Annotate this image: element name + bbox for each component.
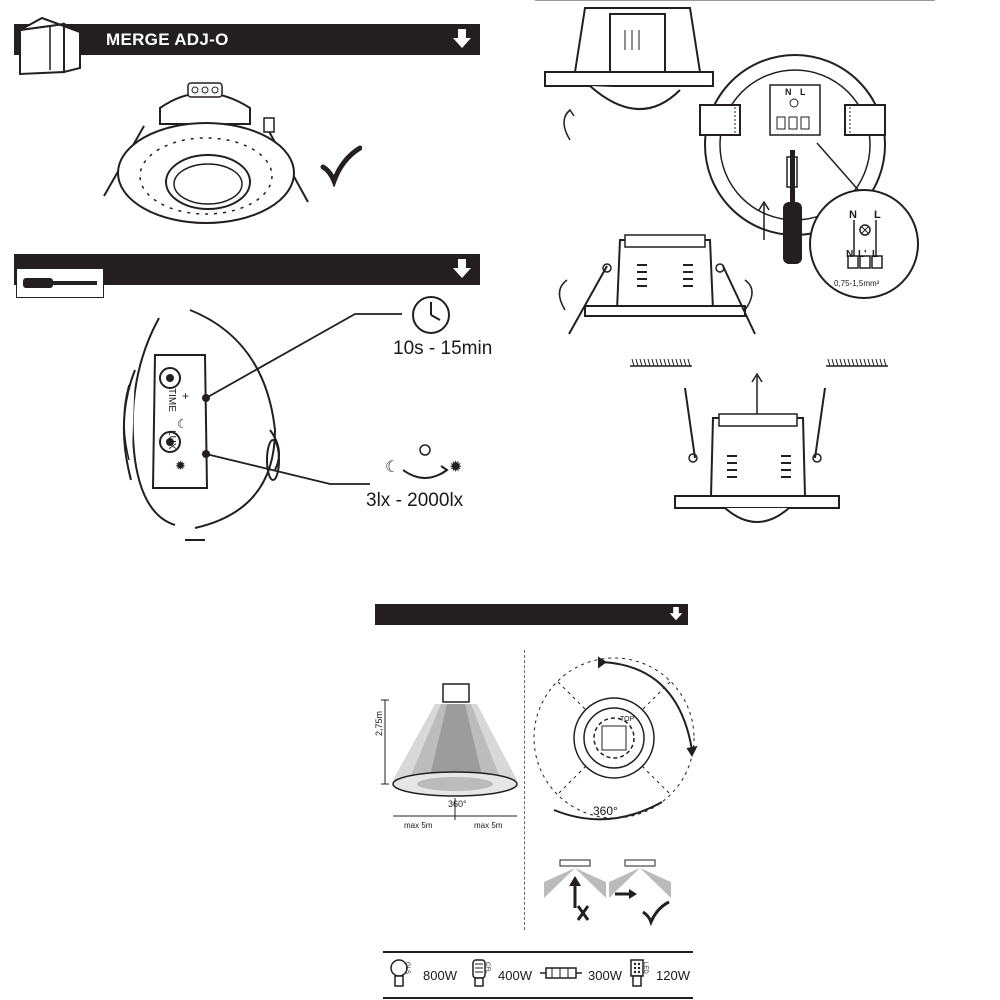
orientation-correct-diagram: [609, 859, 671, 927]
time-range: 10s - 15min: [393, 338, 493, 359]
load-cfl-type: CFL: [484, 962, 490, 974]
orientation-wrong-diagram: [544, 859, 606, 921]
rotation-topview-diagram: [533, 656, 698, 821]
product-title: MERGE ADJ-O: [106, 30, 229, 49]
checkmark-icon: [320, 145, 362, 187]
rotation-angle-label: 360°: [593, 804, 618, 818]
callout-lines: [202, 313, 402, 485]
cfl-bulb-icon: [472, 959, 486, 987]
load-cfl-value: 400W: [498, 968, 532, 983]
topview-label-n: N: [785, 87, 792, 97]
wiring-label-l-bottom: L: [872, 249, 879, 260]
svg-text:☾: ☾: [385, 459, 399, 476]
svg-text:✹: ✹: [449, 459, 462, 476]
load-bar-top-line: [383, 951, 693, 953]
install-step-mount: [558, 234, 756, 335]
led-bulb-icon: [630, 959, 644, 987]
section3-divider: [524, 650, 525, 930]
svg-text:☾: ☾: [177, 417, 188, 431]
clock-icon: [412, 296, 450, 334]
topview-label-l: L: [800, 87, 806, 97]
detection-cone-diagram: [381, 683, 518, 820]
install-step-rotate-cover: [544, 7, 714, 141]
load-gls-type: GLS: [404, 962, 410, 975]
cable-gauge-label: 0,75-1,5mm²: [834, 279, 880, 288]
load-bar-bottom-line: [383, 997, 693, 999]
top-divider: [535, 0, 935, 1]
range-right-label: max 5m: [474, 821, 503, 830]
sensor-product-illustration: [103, 82, 309, 224]
screwdriver-vertical-icon: [783, 150, 802, 264]
wiring-label-n-top: N: [849, 209, 857, 221]
sensor-adjustment-view: + ✹ ☾: [122, 309, 280, 541]
load-halogen-value: 300W: [588, 968, 622, 983]
ceiling-hatch-left: [630, 358, 692, 367]
cone-angle-label: 360°: [448, 799, 467, 809]
section-header-detection: [375, 604, 688, 625]
halogen-tube-icon: [540, 967, 582, 979]
down-arrow-icon: [669, 607, 683, 621]
wiring-label-l-top: L: [874, 209, 881, 221]
screwdriver-tool-box: [16, 268, 104, 298]
screwdriver-icon: [23, 278, 97, 288]
day-night-icon: ☾ ✹: [385, 444, 462, 479]
svg-text:+: +: [182, 389, 189, 403]
load-led-value: 120W: [656, 968, 690, 983]
box-icon: [19, 16, 81, 76]
range-left-label: max 5m: [404, 821, 433, 830]
wiring-label-n-bottom: N: [846, 249, 854, 260]
gls-bulb-icon: [390, 959, 408, 987]
mount-height-label: 2,75m: [374, 710, 384, 736]
wiring-detail-circle: [809, 189, 919, 299]
section-header-product: MERGE ADJ-O: [14, 24, 480, 55]
lux-range: 3lx - 2000lx: [366, 490, 464, 511]
top-marker-label: TOP: [620, 716, 635, 723]
load-led-type: LED: [642, 962, 648, 974]
load-gls-value: 800W: [423, 968, 457, 983]
up-arrow-icon: [758, 200, 770, 240]
ceiling-hatch-right: [826, 358, 888, 367]
install-step-insert: [674, 372, 840, 523]
down-arrow-icon: [453, 259, 471, 278]
wiring-label-lp-bottom: L': [858, 249, 867, 260]
svg-text:✹: ✹: [175, 458, 186, 473]
down-arrow-icon: [453, 29, 471, 48]
